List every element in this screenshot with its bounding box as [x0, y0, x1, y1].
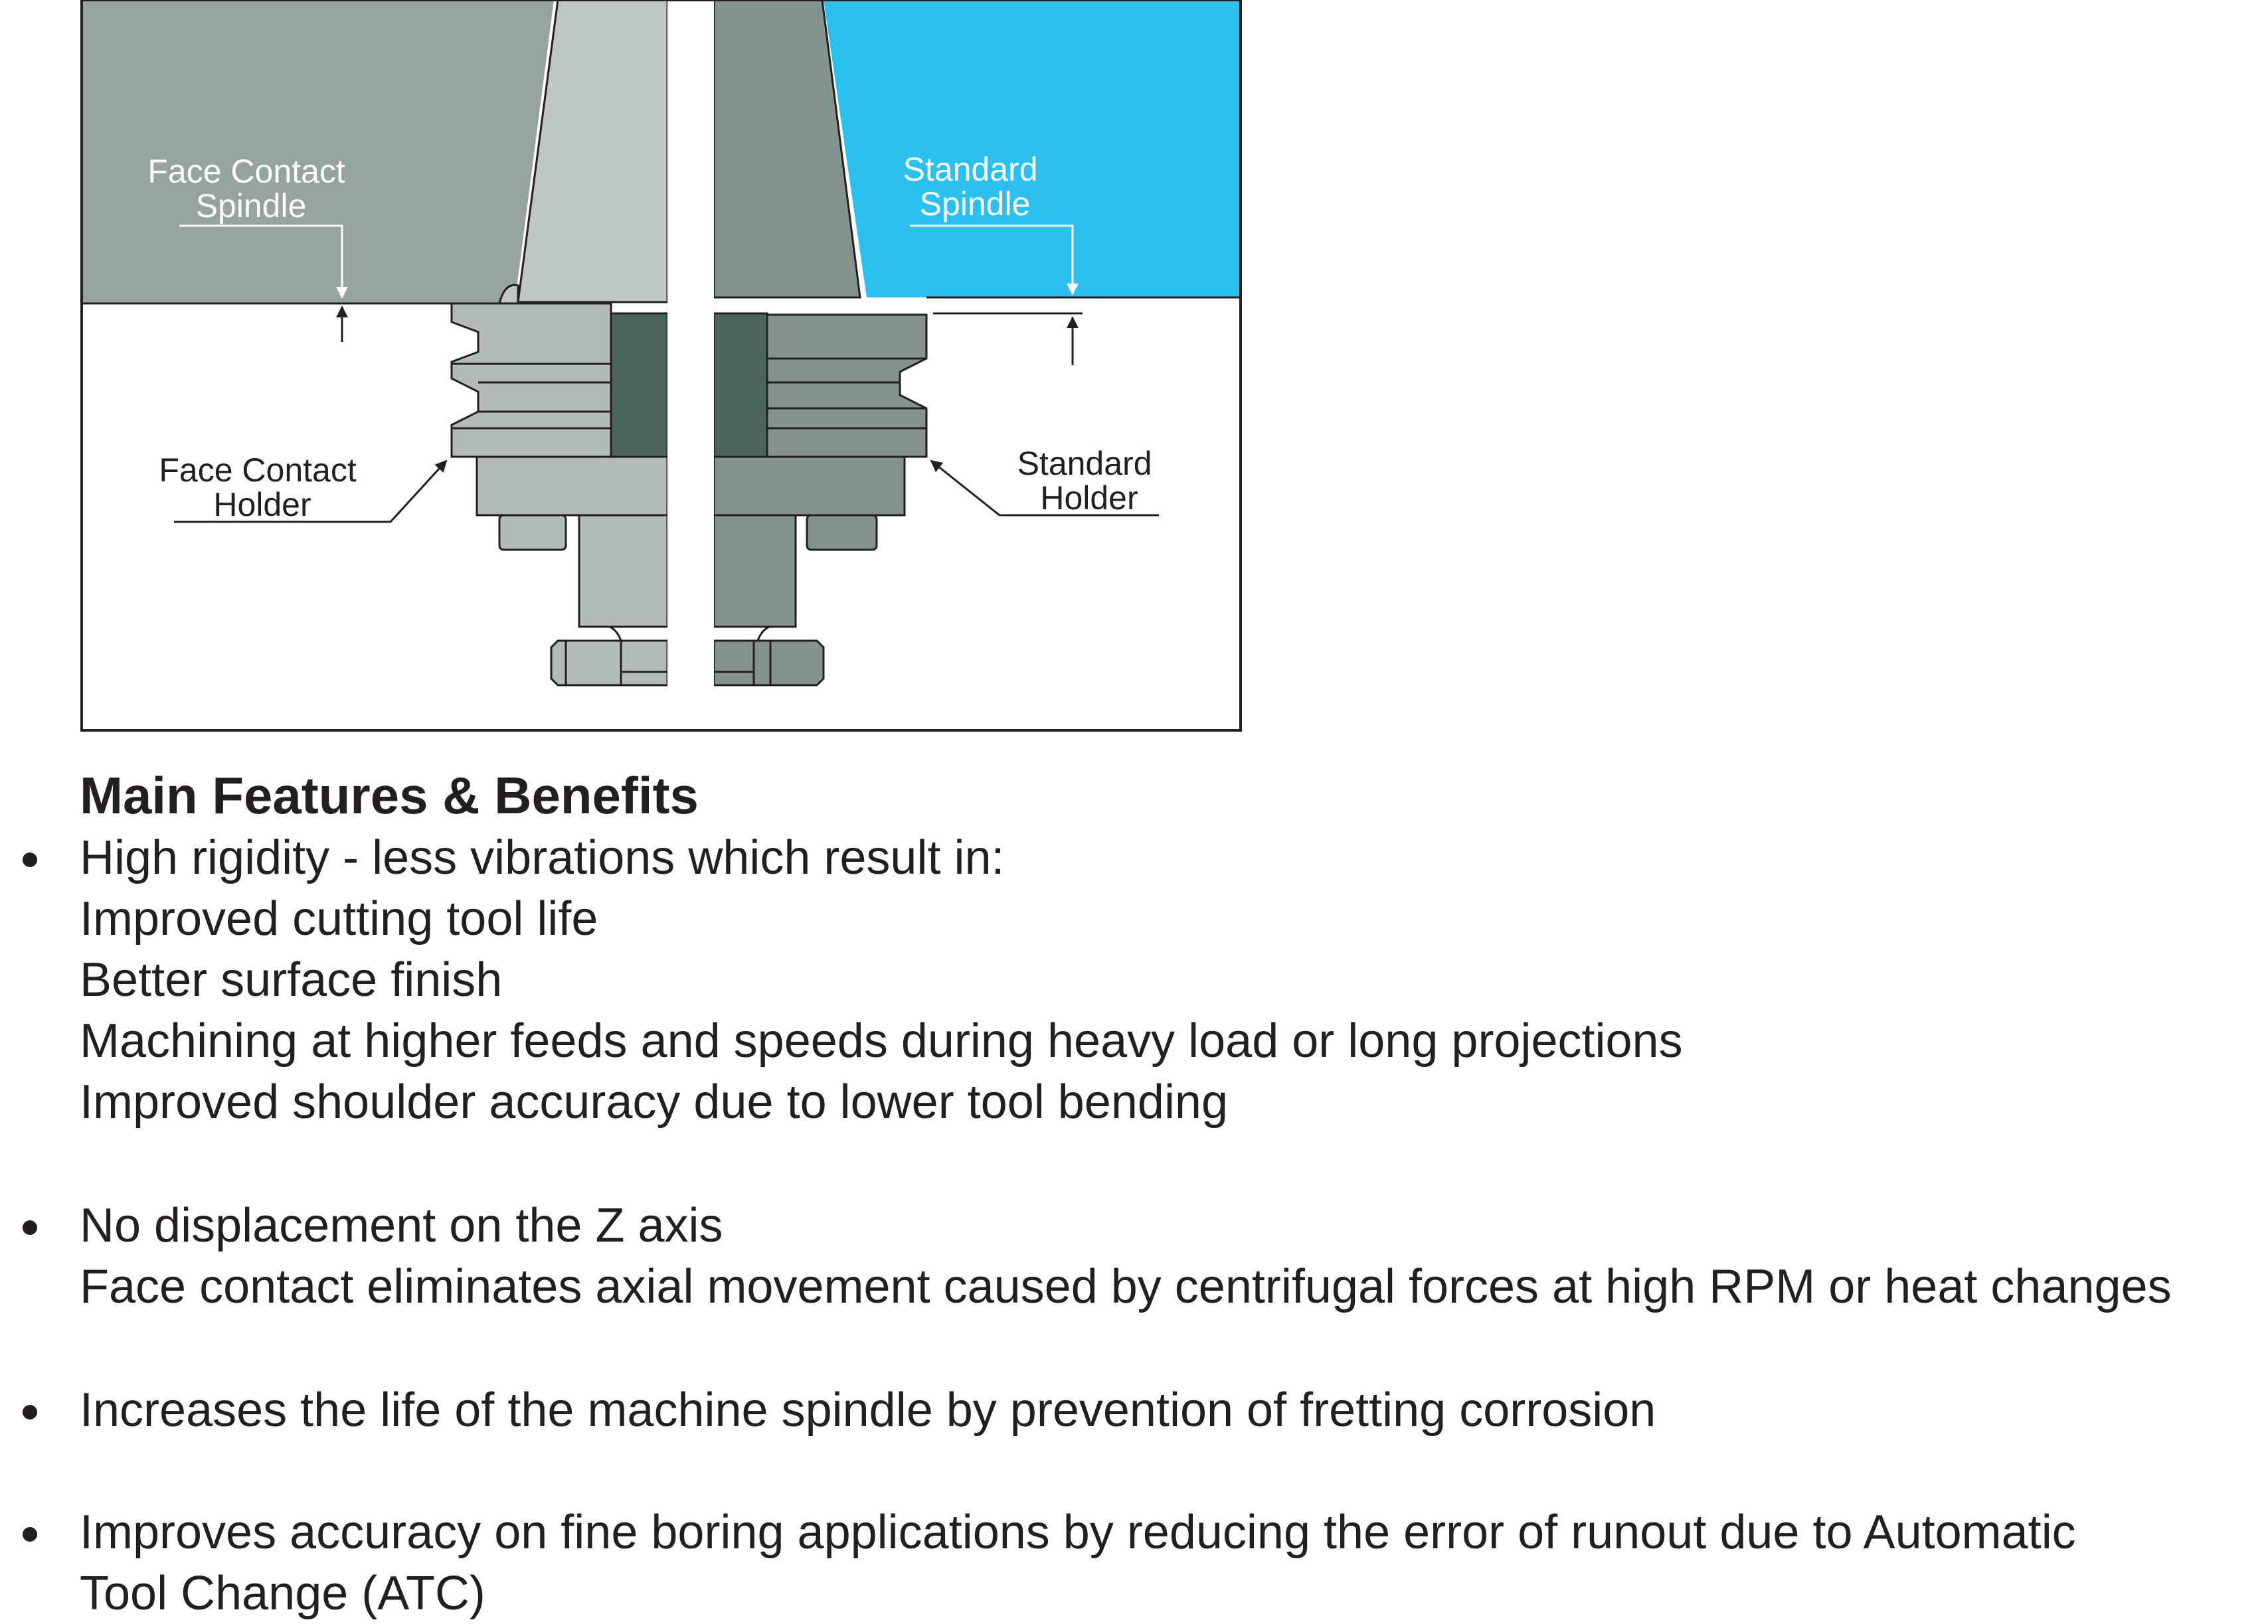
bullet-dot	[23, 1405, 37, 1420]
pull-stud-right	[713, 639, 825, 687]
holder-tab-left	[498, 514, 567, 551]
drive-key-right	[713, 312, 768, 458]
face-contact-holder-label: Face Contact Holder	[159, 451, 365, 523]
face-contact-holder-leader	[174, 459, 448, 523]
feature-line: Better surface finish	[80, 953, 503, 1007]
face-contact-spindle-label: Face Contact Spindle	[147, 153, 354, 224]
feature-line: Machining at higher feeds and speeds dur…	[80, 1015, 1683, 1068]
holder-flange-right	[766, 313, 928, 458]
pull-stud-left	[550, 639, 669, 687]
standard-spindle-block	[824, 0, 1241, 297]
standard-spindle-leader	[910, 224, 1079, 295]
holder-lower-body-left	[476, 455, 669, 517]
holder-tab-right	[806, 514, 878, 551]
feature-line: High rigidity - less vibrations which re…	[80, 831, 1005, 884]
standard-holder-leader	[930, 459, 1159, 517]
bullet-dot	[23, 1220, 37, 1235]
diagram-frame	[80, 0, 1242, 732]
feature-line: Improves accuracy on fine boring applica…	[80, 1506, 2076, 1559]
bullet-dot	[23, 853, 37, 867]
holder-neck-right	[713, 514, 797, 628]
standard-holder-label: Standard Holder	[1017, 445, 1162, 517]
face-contact-spindle-leader	[179, 224, 348, 299]
feature-line: Improved shoulder accuracy due to lower …	[80, 1076, 1229, 1129]
taper-fillet	[498, 284, 519, 305]
holder-neck-left	[578, 514, 669, 628]
feature-line: Increases the life of the machine spindl…	[80, 1384, 1656, 1437]
feature-line: Face contact eliminates axial movement c…	[80, 1260, 2172, 1313]
face-contact-spindle-block	[82, 0, 554, 303]
center-split	[667, 0, 714, 690]
feature-line: No displacement on the Z axis	[80, 1199, 723, 1252]
feature-line: Improved cutting tool life	[80, 892, 598, 945]
holder-lower-body-right	[713, 455, 906, 517]
drive-key-left	[610, 312, 669, 458]
holder-flange-left	[450, 302, 612, 458]
feature-line: Tool Change (ATC)	[80, 1567, 485, 1620]
standard-spindle-label: Standard Spindle	[903, 151, 1047, 222]
features-heading: Main Features & Benefits	[80, 766, 699, 825]
bullet-dot	[23, 1527, 37, 1542]
spindle-holder-diagram: Face Contact Spindle Standard Spindle Fa…	[0, 0, 2268, 737]
